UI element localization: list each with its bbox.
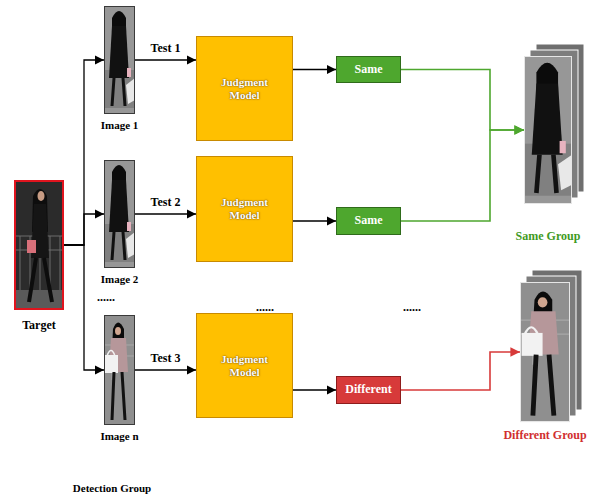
legs (29, 258, 52, 302)
ellipsis-label: ...... (403, 300, 421, 315)
image-group: Same Group (524, 56, 572, 204)
person-photo (524, 56, 572, 204)
detection-image: Image 1 (104, 6, 135, 114)
box-label: Same (355, 214, 383, 228)
box-label: Same (355, 63, 383, 77)
connector-arrow (64, 214, 104, 245)
connector-arrow (64, 60, 104, 245)
judgment-model-box: Judgment Model (196, 156, 293, 262)
group-caption: Different Group (503, 428, 586, 443)
result-box: Same (336, 56, 401, 83)
image-group: Different Group (520, 282, 570, 422)
box-label: Different (345, 383, 391, 397)
target-image: Target (14, 180, 64, 310)
person-photo (520, 282, 570, 422)
person-photo (104, 160, 135, 268)
connector-arrow (64, 245, 104, 370)
image-caption: Image 2 (101, 273, 139, 285)
bag (27, 240, 36, 253)
image-caption: Target (22, 318, 56, 333)
connector-arrow (401, 130, 524, 221)
detection-image: Image 2 (104, 160, 135, 268)
connector-arrow (293, 220, 336, 221)
connector-arrow (401, 70, 524, 131)
connector-arrow (293, 389, 336, 390)
result-box: Same (336, 207, 401, 235)
person-photo (104, 6, 135, 114)
connector-arrow (293, 69, 336, 70)
connector-arrow (135, 59, 196, 60)
detection-image: Image n (104, 315, 135, 425)
photo-floor (14, 290, 64, 310)
box-label: Judgment Model (213, 353, 277, 378)
test-label: Test 3 (149, 351, 183, 366)
result-box: Different (336, 376, 401, 404)
judgment-model-box: Judgment Model (196, 313, 293, 418)
box-label: Judgment Model (213, 76, 277, 101)
person-photo (104, 315, 135, 425)
test-label: Test 2 (149, 195, 183, 210)
judgment-model-box: Judgment Model (196, 36, 293, 141)
image-caption: Image 1 (101, 119, 139, 131)
ellipsis-label: ...... (256, 300, 274, 315)
connector-arrow (135, 369, 196, 370)
photo-ground (14, 180, 64, 310)
box-label: Judgment Model (213, 196, 277, 221)
group-title: Detection Group (73, 482, 151, 494)
face (38, 191, 45, 201)
group-caption: Same Group (516, 229, 581, 244)
ellipsis-label: ...... (97, 290, 115, 305)
image-caption: Image n (100, 430, 138, 442)
test-label: Test 1 (149, 41, 183, 56)
connector-arrow (401, 352, 520, 390)
connector-arrow (135, 213, 196, 214)
